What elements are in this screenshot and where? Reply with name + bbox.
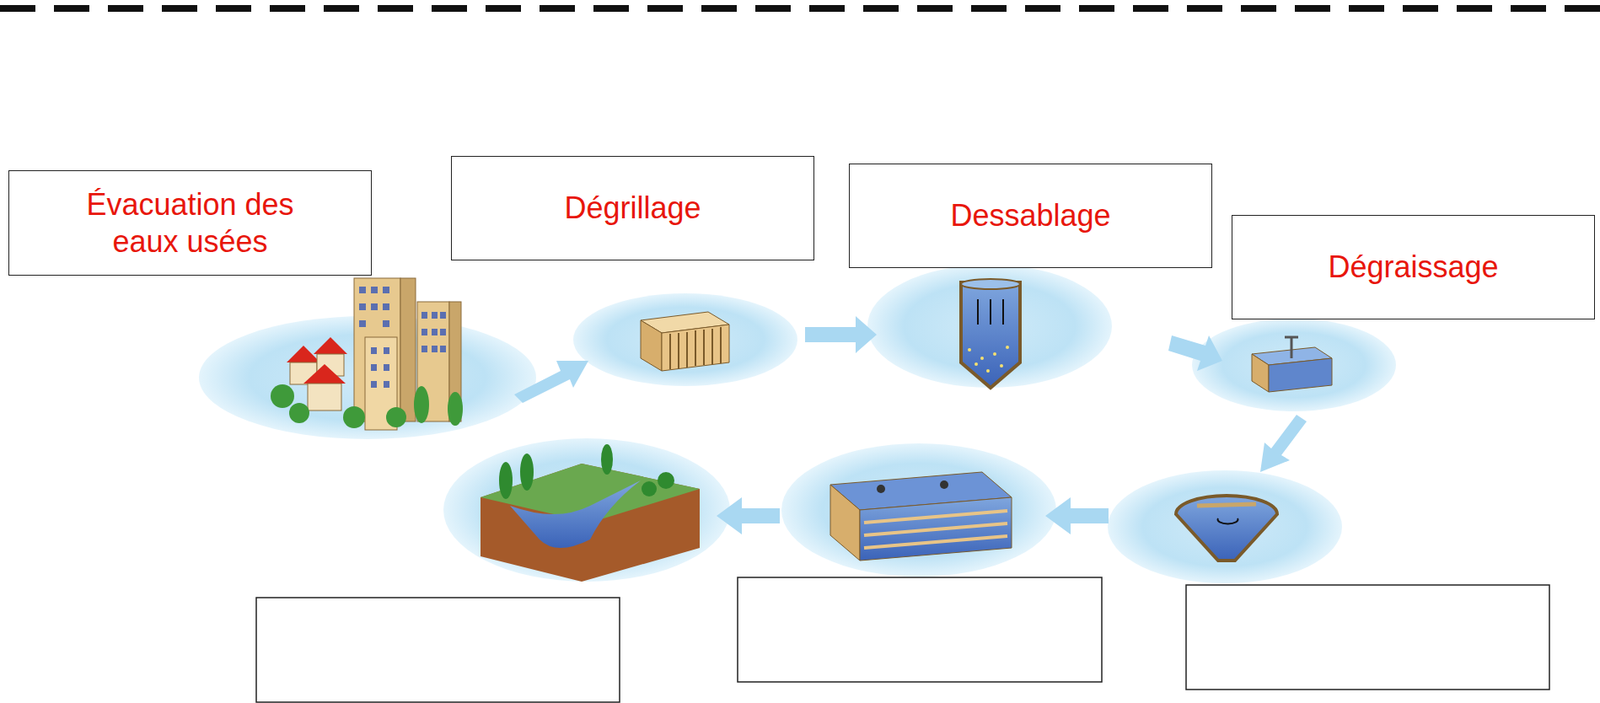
dashed-rule bbox=[0, 5, 1600, 12]
stage-box: Dégrillage bbox=[451, 155, 815, 261]
stage-box: Dégraissage bbox=[1231, 214, 1595, 320]
grit-tank bbox=[961, 279, 1021, 388]
city-buildings bbox=[270, 278, 463, 430]
screen-tank bbox=[640, 311, 730, 371]
stage-label: Dessablage bbox=[950, 197, 1111, 234]
clarifier bbox=[1175, 495, 1278, 561]
stage-box: Évacuation des eaux usées bbox=[8, 170, 372, 276]
stage-label: Dégraissage bbox=[1327, 248, 1498, 285]
grease-tank bbox=[1251, 337, 1332, 392]
stage-box: Dessablage bbox=[848, 163, 1213, 269]
river-landscape bbox=[480, 444, 700, 582]
stage-label: Dégrillage bbox=[563, 189, 701, 226]
stage-label: Évacuation des eaux usées bbox=[51, 186, 330, 259]
aeration-basin bbox=[830, 472, 1012, 561]
stage-pools bbox=[198, 264, 1396, 584]
empty-answer-box bbox=[256, 577, 1550, 703]
